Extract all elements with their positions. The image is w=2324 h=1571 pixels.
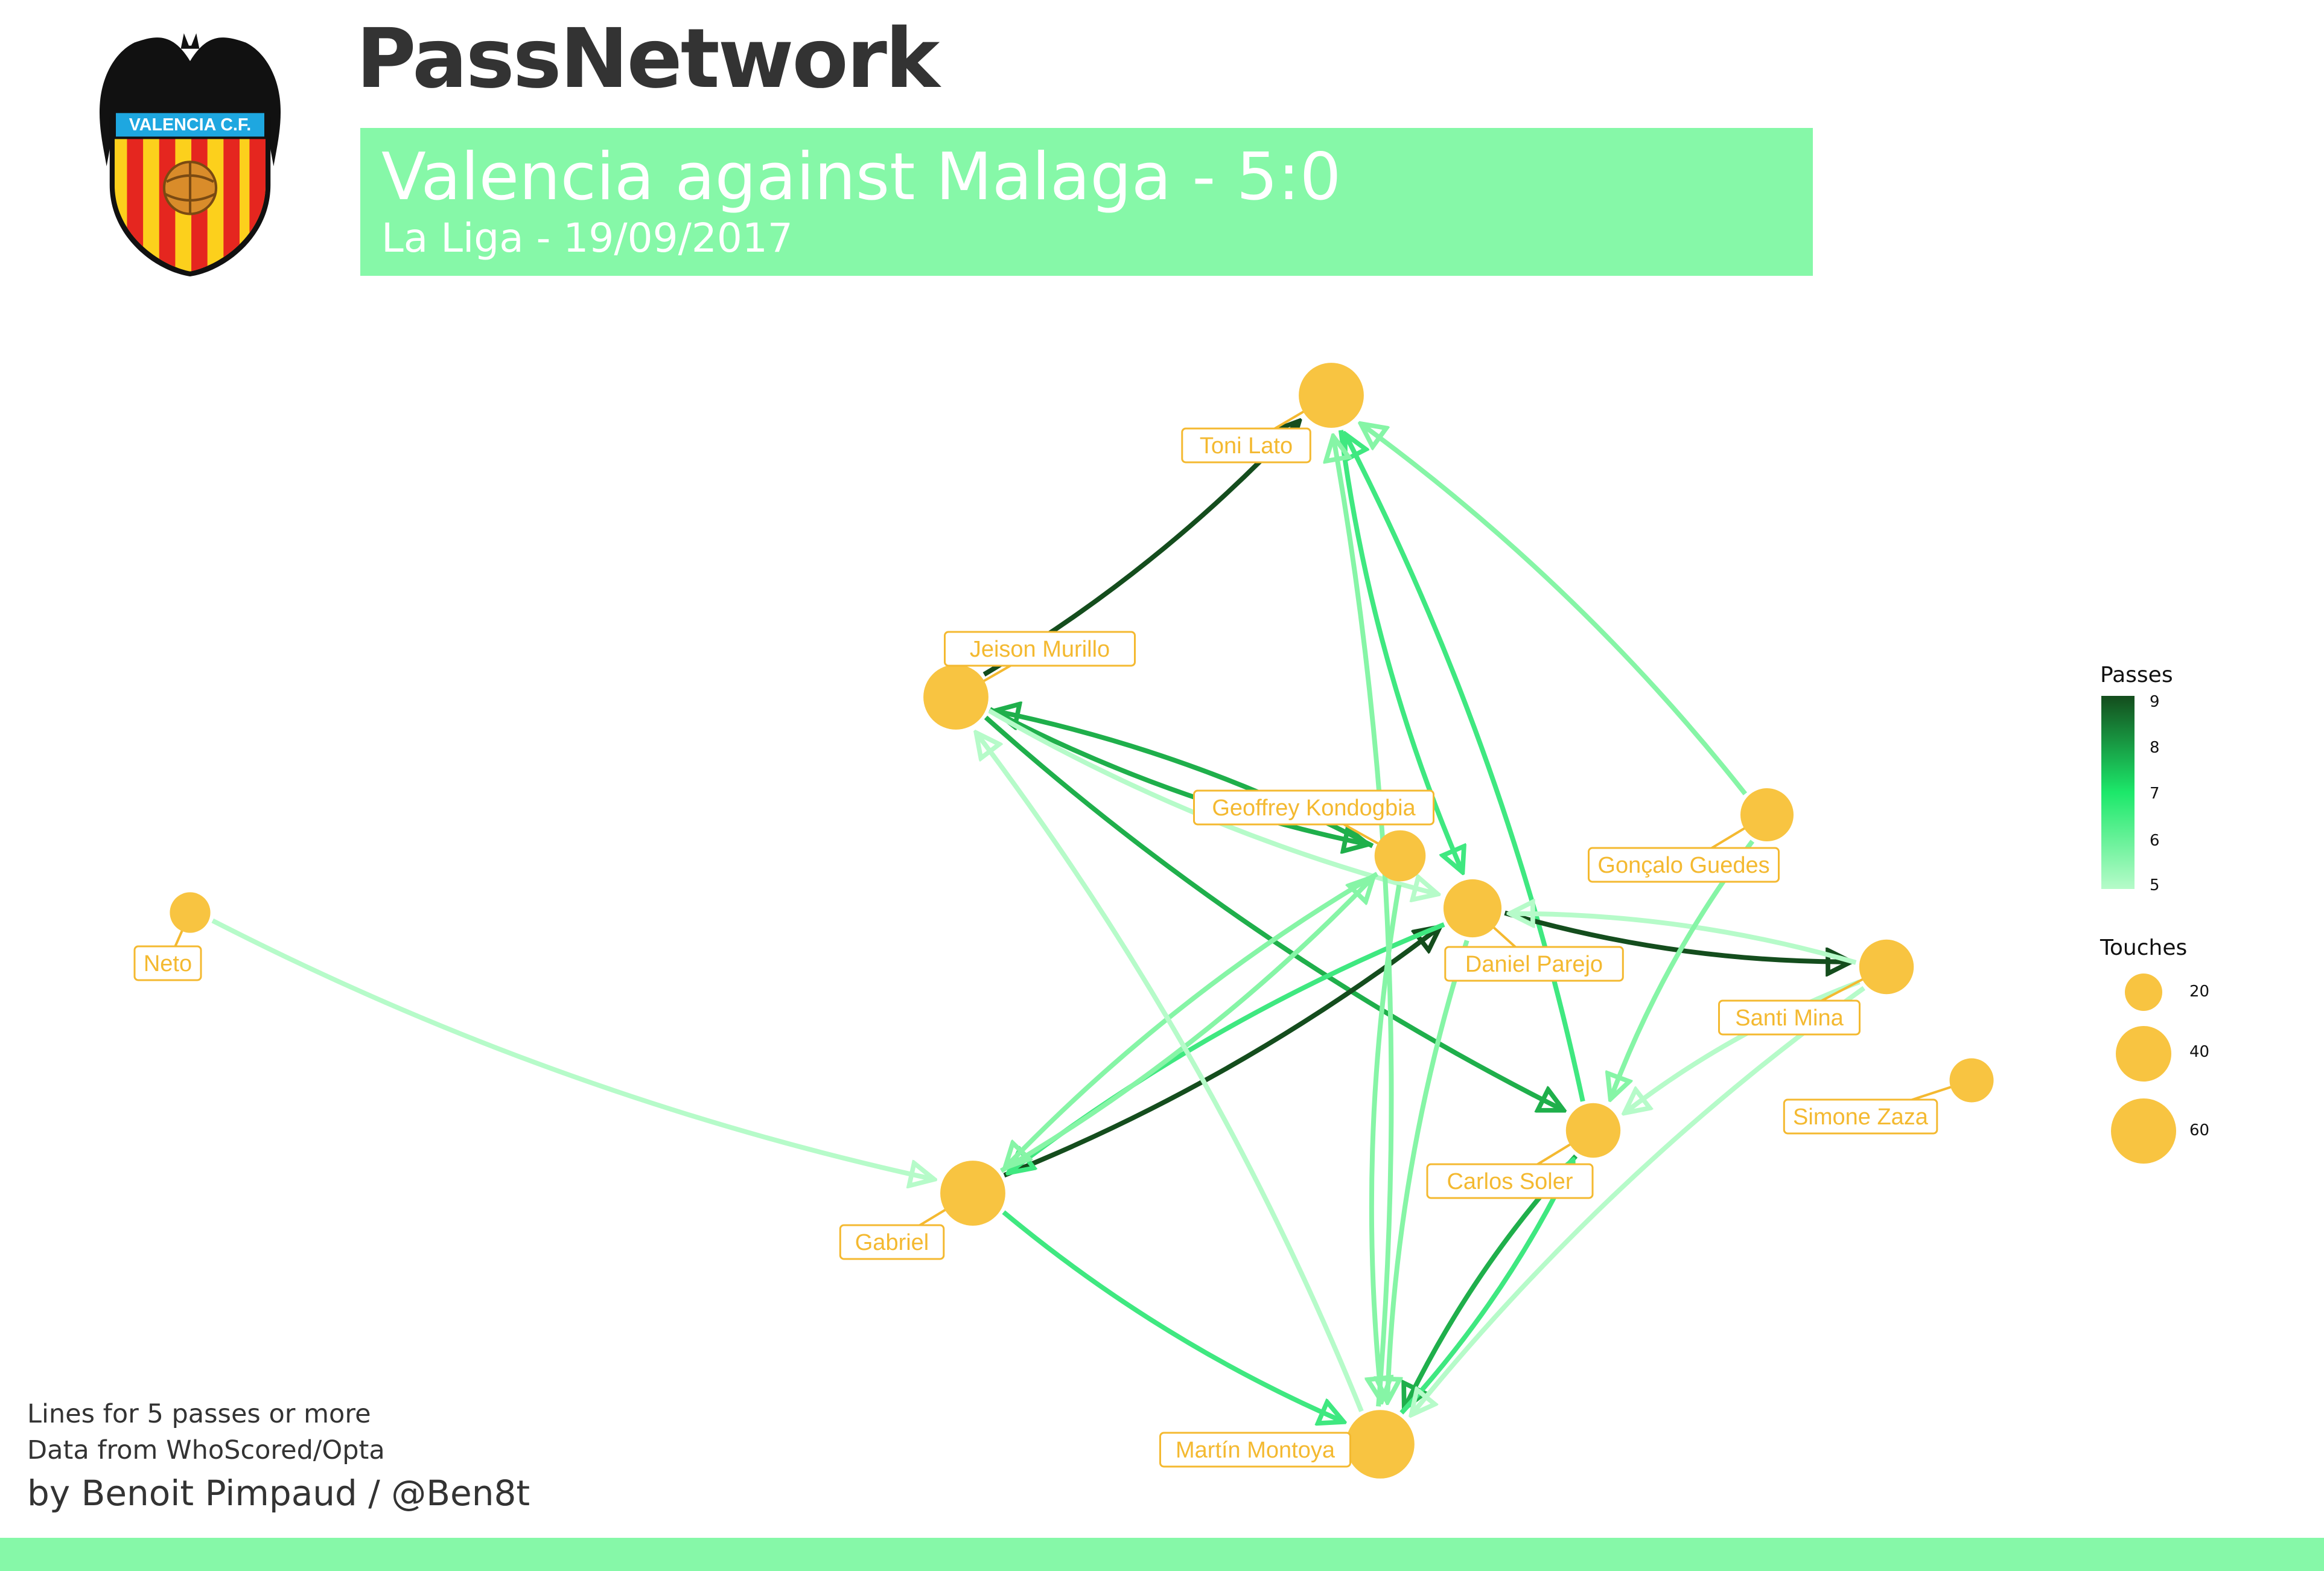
match-banner: Valencia against Malaga - 5:0 La Liga - …	[360, 128, 1813, 276]
legend-passes-tick: 8	[2150, 739, 2160, 757]
player-name-murillo: Jeison Murillo	[970, 637, 1110, 662]
legend-passes-title: Passes	[2100, 663, 2173, 687]
pass-edge-murillo-to-kondogbia	[988, 707, 1368, 844]
match-subtitle: La Liga - 19/09/2017	[381, 215, 793, 261]
legend-touches-title: Touches	[2100, 935, 2188, 960]
pass-edge-gabriel-to-parejo	[1003, 927, 1440, 1178]
player-node-neto[interactable]	[170, 892, 211, 933]
crest-text: VALENCIA C.F.	[129, 115, 251, 135]
player-node-gabriel[interactable]	[940, 1161, 1005, 1226]
player-label-kondogbia: Geoffrey Kondogbia	[1193, 789, 1434, 826]
player-node-lato[interactable]	[1299, 363, 1364, 428]
pass-edge-montoya-to-lato	[1333, 436, 1394, 1407]
pass-edges	[211, 421, 1866, 1422]
player-name-soler: Carlos Soler	[1447, 1169, 1573, 1194]
valencia-cf-crest-icon: VALENCIA C.F.	[99, 33, 281, 276]
legend-touches-tick: 20	[2189, 983, 2210, 1001]
pass-edge-lato-to-parejo	[1338, 430, 1463, 872]
pass-edge-mina-to-montoya	[1412, 986, 1866, 1415]
pass-edge-murillo-to-soler	[984, 715, 1564, 1111]
pass-edge-neto-to-gabriel	[211, 918, 934, 1179]
pass-edge-mina-to-parejo	[1510, 914, 1857, 965]
match-title: Valencia against Malaga - 5:0	[381, 139, 1342, 215]
player-node-parejo[interactable]	[1443, 879, 1502, 938]
player-name-zaza: Simone Zaza	[1793, 1104, 1929, 1130]
player-label-parejo: Daniel Parejo	[1444, 946, 1624, 982]
legend-passes-colorbar	[2101, 696, 2135, 889]
bat-icon	[99, 37, 281, 167]
legend-touches-dot	[2116, 1026, 2171, 1082]
player-name-kondogbia: Geoffrey Kondogbia	[1212, 795, 1416, 821]
footer-band	[0, 1538, 2324, 1571]
player-node-soler[interactable]	[1565, 1103, 1621, 1158]
player-name-mina: Santi Mina	[1735, 1005, 1844, 1031]
page-title: PassNetwork	[356, 11, 940, 107]
pass-edge-montoya-to-murillo	[976, 733, 1364, 1412]
legend-passes-tick: 7	[2150, 785, 2160, 803]
pass-edge-guedes-to-lato	[1361, 424, 1748, 795]
player-node-zaza[interactable]	[1949, 1058, 1994, 1103]
pass-edge-soler-to-lato	[1345, 434, 1585, 1102]
author-credit: by Benoit Pimpaud / @Ben8t	[27, 1473, 530, 1514]
player-node-mina[interactable]	[1859, 939, 1914, 995]
legend-touches-tick: 40	[2189, 1043, 2210, 1061]
player-label-soler: Carlos Soler	[1426, 1163, 1594, 1199]
pass-edge-gabriel-to-montoya	[1002, 1210, 1344, 1421]
pass-edge-kondogbia-to-murillo	[995, 711, 1374, 849]
legend-passes-tick: 9	[2150, 693, 2160, 711]
legend-touches-dot	[2111, 1098, 2176, 1164]
player-name-gabriel: Gabriel	[855, 1230, 929, 1255]
player-label-mina: Santi Mina	[1718, 999, 1861, 1036]
legend-touches-dot	[2125, 974, 2162, 1011]
player-node-montoya[interactable]	[1346, 1410, 1415, 1479]
player-node-kondogbia[interactable]	[1374, 830, 1426, 882]
player-name-guedes: Gonçalo Guedes	[1597, 853, 1769, 878]
player-node-murillo[interactable]	[923, 664, 988, 730]
pass-edge-parejo-to-montoya	[1387, 940, 1469, 1402]
player-label-guedes: Gonçalo Guedes	[1588, 847, 1780, 883]
pass-edge-gabriel-to-kondogbia	[999, 877, 1374, 1173]
player-node-guedes[interactable]	[1740, 788, 1794, 841]
legend-passes-tick: 5	[2150, 876, 2160, 894]
player-name-montoya: Martín Montoya	[1176, 1438, 1336, 1463]
player-name-neto: Neto	[144, 951, 192, 977]
player-label-lato: Toni Lato	[1181, 427, 1311, 464]
player-label-murillo: Jeison Murillo	[944, 631, 1136, 667]
player-name-parejo: Daniel Parejo	[1465, 952, 1603, 977]
player-name-lato: Toni Lato	[1200, 433, 1293, 459]
player-nodes	[167, 363, 1994, 1479]
player-label-zaza: Simone Zaza	[1783, 1098, 1938, 1135]
note-lines-threshold: Lines for 5 passes or more	[27, 1399, 371, 1429]
pass-edge-mina-to-soler	[1625, 980, 1861, 1113]
legend-touches-tick: 60	[2189, 1121, 2210, 1139]
pass-edge-kondogbia-to-gabriel	[1005, 872, 1379, 1168]
player-label-gabriel: Gabriel	[839, 1224, 945, 1260]
player-label-neto: Neto	[133, 945, 202, 981]
legend-passes-tick: 6	[2150, 832, 2160, 850]
note-data-source: Data from WhoScored/Opta	[27, 1435, 385, 1465]
pass-edge-parejo-to-mina	[1504, 910, 1851, 962]
player-label-montoya: Martín Montoya	[1159, 1432, 1351, 1468]
